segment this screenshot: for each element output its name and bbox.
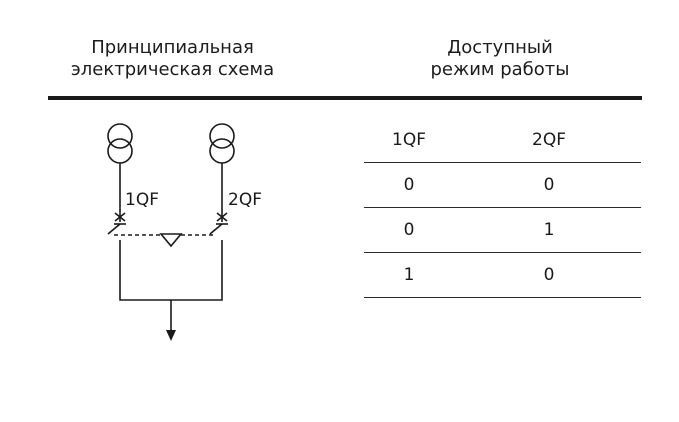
interlock-icon [114, 233, 216, 248]
schematic-heading: Принципиальная электрическая схема [40, 37, 305, 81]
modes-heading-line1: Доступный [447, 37, 553, 58]
cell-1qf: 0 [403, 220, 415, 240]
table-header-row: 1QF 2QF [364, 118, 641, 163]
breaker-2-label: 2QF [228, 190, 262, 210]
cell-2qf: 0 [543, 265, 555, 285]
output-arrow-icon [166, 330, 176, 341]
schematic-heading-line2: электрическая схема [70, 59, 275, 80]
modes-heading-line2: режим работы [430, 59, 570, 80]
breaker-2-icon [209, 212, 228, 235]
schematic-heading-line1: Принципиальная [91, 37, 254, 58]
cell-1qf: 0 [403, 175, 415, 195]
table-row: 1 0 [364, 253, 641, 298]
modes-table: 1QF 2QF 0 0 0 1 1 0 [364, 118, 641, 298]
busbar-box [119, 240, 223, 301]
header-divider [48, 96, 642, 100]
cell-2qf: 0 [543, 175, 555, 195]
column-header-1qf: 1QF [392, 130, 426, 150]
table-row: 0 0 [364, 163, 641, 208]
breaker-1-label: 1QF [125, 190, 159, 210]
modes-heading: Доступный режим работы [370, 37, 630, 81]
breaker-1-icon [107, 212, 126, 235]
column-header-2qf: 2QF [532, 130, 566, 150]
table-row: 0 1 [364, 208, 641, 253]
cell-2qf: 1 [543, 220, 555, 240]
transformer-1-icon [107, 123, 133, 164]
transformer-2-icon [209, 123, 235, 164]
cell-1qf: 1 [403, 265, 415, 285]
